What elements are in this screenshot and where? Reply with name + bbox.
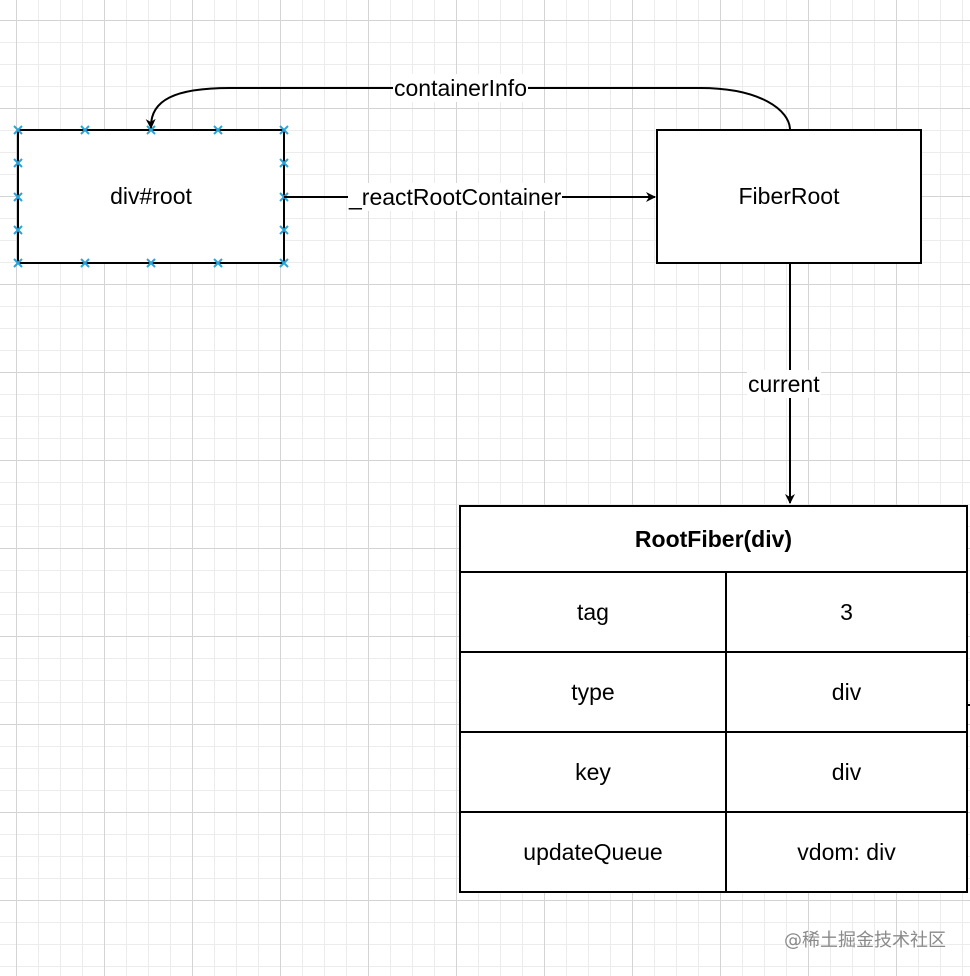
field-name: key — [459, 731, 727, 813]
selection-handle — [279, 158, 289, 168]
div-root-box[interactable] — [17, 129, 285, 264]
selection-handle — [13, 258, 23, 268]
react-root-container-label: _reactRootContainer — [348, 183, 563, 211]
selection-handle — [279, 258, 289, 268]
field-value: div — [725, 651, 968, 733]
table-row: key div — [459, 731, 968, 813]
table-row: type div — [459, 651, 968, 733]
selection-handle — [279, 125, 289, 135]
selection-handle — [213, 258, 223, 268]
selection-handle — [80, 258, 90, 268]
field-value: vdom: div — [725, 811, 968, 893]
field-name: type — [459, 651, 727, 733]
selection-handles[interactable] — [13, 125, 289, 268]
fiber-root-label: FiberRoot — [738, 183, 840, 209]
selection-handle — [13, 125, 23, 135]
table-row: tag 3 — [459, 571, 968, 653]
selection-handle — [80, 125, 90, 135]
selection-handle — [13, 158, 23, 168]
container-info-label: containerInfo — [393, 74, 528, 102]
div-root-label: div#root — [110, 183, 192, 209]
selection-handle — [13, 192, 23, 202]
root-fiber-table[interactable]: RootFiber(div) tag 3 type div key div up… — [459, 505, 968, 893]
selection-handle — [213, 125, 223, 135]
root-fiber-header-row: RootFiber(div) — [459, 505, 968, 573]
selection-handle — [13, 225, 23, 235]
field-value: div — [725, 731, 968, 813]
fiber-root-box[interactable] — [656, 129, 922, 264]
current-label: current — [747, 370, 821, 398]
selection-handle — [146, 258, 156, 268]
field-value: 3 — [725, 571, 968, 653]
selection-handle — [279, 225, 289, 235]
watermark: @稀土掘金技术社区 — [784, 930, 946, 951]
field-name: updateQueue — [459, 811, 727, 893]
field-name: tag — [459, 571, 727, 653]
root-fiber-title: RootFiber(div) — [459, 505, 968, 573]
table-row: updateQueue vdom: div — [459, 811, 968, 893]
